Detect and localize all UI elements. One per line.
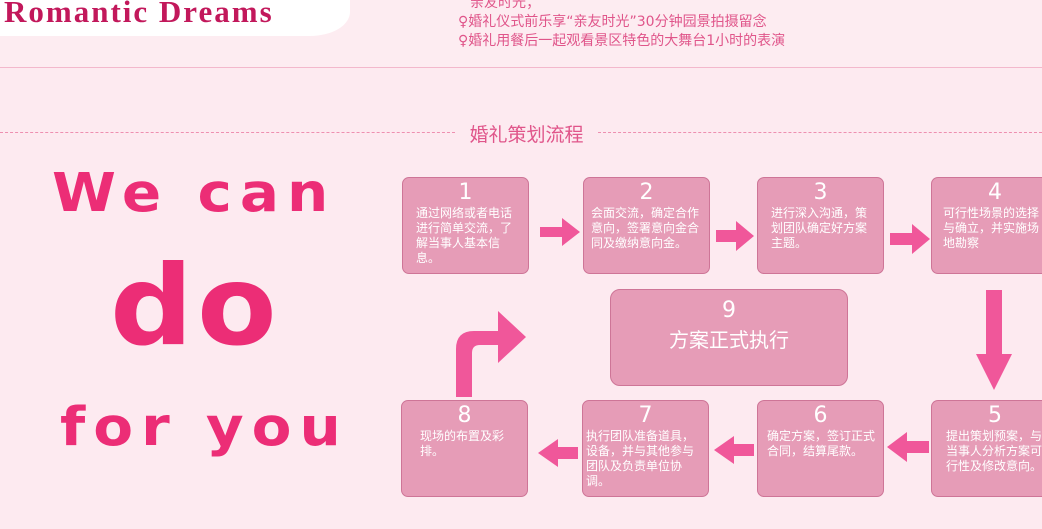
step-number: 7 (638, 403, 653, 428)
note-line: ♀婚礼仪式前乐享“亲友时光”30分钟园景拍摄留念 (458, 14, 767, 30)
note-line: 亲友时光； (470, 0, 540, 11)
note-line: ♀婚礼用餐后一起观看景区特色的大舞台1小时的表演 (458, 33, 786, 49)
step-box-9: 9 方案正式执行 (610, 289, 848, 386)
arrow-icon (714, 436, 754, 464)
step-description: 确定方案，签订正式合同，结算尾款。 (767, 429, 876, 458)
step-number: 5 (988, 403, 1002, 428)
header-banner: Romantic Dreams 亲友时光； ♀婚礼仪式前乐享“亲友时光”30分钟… (0, 0, 1042, 68)
step-box-4: 4 可行性场景的选择与确立，并实施场地勘察 (931, 177, 1042, 274)
slogan-line-2: do (110, 242, 281, 371)
step-number: 4 (988, 180, 1002, 205)
arrow-icon (540, 216, 580, 248)
step-description: 提出策划预案，与当事人分析方案可行性及修改意向。 (946, 429, 1042, 473)
step-description: 会面交流，确定合作意向，签署意向金合同及缴纳意向金。 (591, 206, 700, 250)
logo[interactable]: Romantic Dreams (4, 0, 274, 29)
step-number: 9 (722, 298, 736, 323)
step-box-7: 7 执行团队准备道具，设备，并与其他参与团队及负责单位协调。 (582, 400, 709, 497)
dashed-divider-right (598, 132, 1042, 133)
step-description: 执行团队准备道具，设备，并与其他参与团队及负责单位协调。 (586, 429, 695, 488)
step-box-8: 8 现场的布置及彩排。 (401, 400, 528, 497)
turn-up-right-arrow-icon (452, 309, 528, 397)
step-description: 进行深入沟通，策划团队确定好方案主题。 (771, 206, 868, 250)
arrow-icon (890, 224, 930, 254)
step-number: 2 (639, 180, 654, 205)
step-box-2: 2 会面交流，确定合作意向，签署意向金合同及缴纳意向金。 (583, 177, 710, 274)
arrow-icon (716, 221, 754, 251)
step-box-5: 5 提出策划预案，与当事人分析方案可行性及修改意向。 (931, 400, 1042, 497)
step-box-3: 3 进行深入沟通，策划团队确定好方案主题。 (757, 177, 884, 274)
arrow-icon (538, 439, 578, 467)
step-description: 方案正式执行 (669, 328, 789, 352)
header-divider (0, 67, 1042, 68)
step-number: 8 (457, 403, 472, 428)
step-box-1: 1 通过网络或者电话进行简单交流，了解当事人基本信息。 (402, 177, 529, 274)
step-description: 可行性场景的选择与确立，并实施场地勘察 (943, 206, 1040, 250)
header-notes: 亲友时光； ♀婚礼仪式前乐享“亲友时光”30分钟园景拍摄留念 ♀婚礼用餐后一起观… (458, 0, 1018, 51)
step-description: 现场的布置及彩排。 (420, 429, 505, 458)
dashed-divider-left (0, 132, 455, 133)
section-title: 婚礼策划流程 (469, 124, 584, 146)
logo-block: Romantic Dreams (0, 0, 350, 36)
arrow-icon (887, 432, 929, 462)
step-number: 3 (813, 180, 828, 205)
slogan-line-3: for you (60, 395, 349, 458)
slogan-line-1: We can (52, 161, 337, 224)
step-box-6: 6 确定方案，签订正式合同，结算尾款。 (757, 400, 884, 497)
arrow-icon (976, 290, 1012, 390)
step-description: 通过网络或者电话进行简单交流，了解当事人基本信息。 (416, 206, 513, 265)
step-number: 1 (458, 180, 473, 205)
step-number: 6 (813, 403, 828, 428)
